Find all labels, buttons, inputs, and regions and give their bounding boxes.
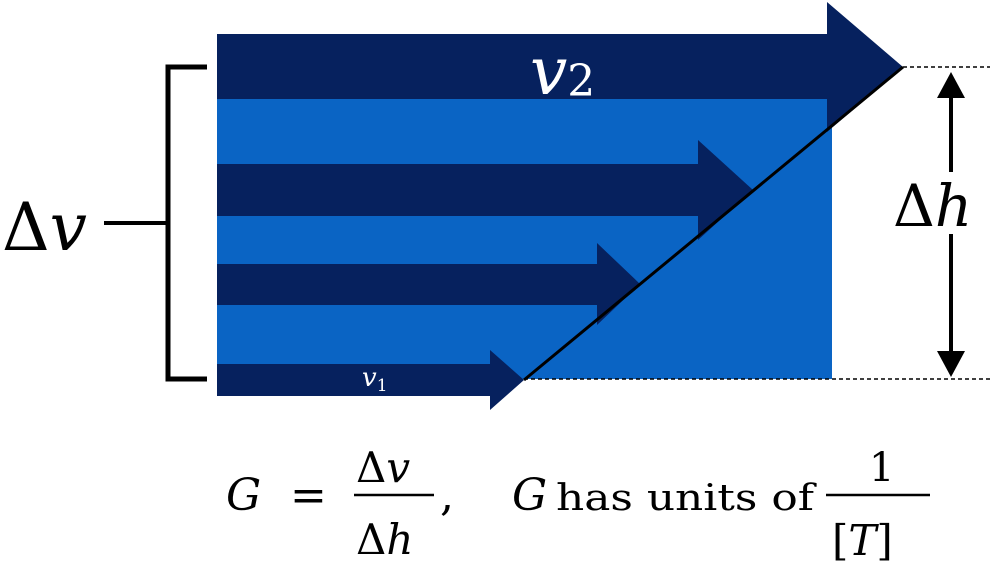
formula-comma: , <box>440 470 454 521</box>
delta-h-label-backing <box>891 172 995 234</box>
units-numerator: 1 <box>869 445 894 491</box>
formula-denominator: Δh <box>356 515 413 564</box>
shear-rate-formula: G = Δv Δh , G has units of 1 [T] <box>226 443 930 565</box>
formula-lhs: G <box>226 470 261 521</box>
fluid-block <box>217 68 832 379</box>
velocity-arrow-3 <box>217 140 753 240</box>
velocity-arrow-2 <box>217 243 640 325</box>
formula-equals: = <box>290 470 327 521</box>
statement-variable: G <box>512 470 547 521</box>
formula-numerator: Δv <box>356 443 410 492</box>
velocity-arrow-v1 <box>217 350 524 410</box>
delta-v-bracket <box>165 64 207 382</box>
v2-label: v2 <box>530 33 595 110</box>
delta-h-arrowhead-top <box>937 72 965 98</box>
velocity-arrow-v2 <box>217 2 903 132</box>
delta-h-arrowhead-bottom <box>937 351 965 377</box>
delta-v-label: Δv <box>2 189 87 266</box>
delta-h-label: Δh <box>893 172 972 240</box>
statement-text: has units of <box>556 478 817 519</box>
units-denominator: [T] <box>832 516 893 565</box>
velocity-profile-line <box>523 65 904 382</box>
v1-label: v1 <box>362 363 388 396</box>
